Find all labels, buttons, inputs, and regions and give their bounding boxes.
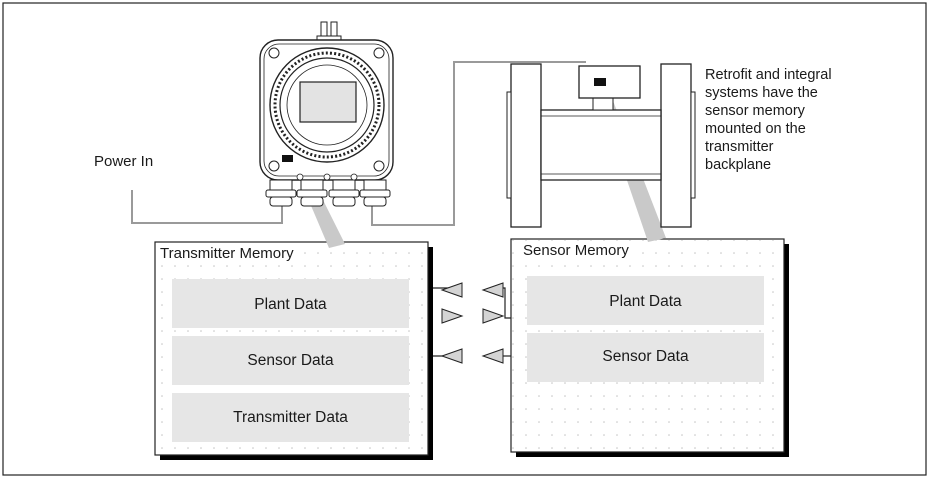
retrofit-note-line: transmitter	[705, 139, 774, 155]
retrofit-note: Retrofit and integral systems have the s…	[705, 66, 915, 174]
arrow-sensor-data-to-transmitter-2	[481, 348, 504, 364]
sensor-sensor-data-label: Sensor Data	[602, 348, 689, 365]
transmitter-sensor-data-block	[172, 336, 409, 385]
arrow-plant-data-to-sensor-2	[482, 308, 505, 324]
transmitter-sensor-data-label: Sensor Data	[247, 352, 334, 369]
power-in-label: Power In	[94, 153, 154, 170]
transmitter-plant-data-block	[172, 279, 409, 328]
transmitter-transmitter-data-block	[172, 393, 409, 442]
retrofit-note-line: systems have the	[705, 85, 818, 101]
sensor-plant-data-block	[527, 276, 764, 325]
sensor-memory-title: Sensor Memory	[523, 242, 631, 259]
transmitter-transmitter-data-label: Transmitter Data	[233, 409, 348, 426]
transmitter-plant-data-label: Plant Data	[254, 296, 327, 313]
retrofit-note-line: mounted on the	[705, 121, 806, 137]
transmitter-memory-chip	[282, 155, 293, 162]
flow-sensor-device	[506, 63, 696, 228]
arrow-plant-data-to-transmitter-1	[440, 282, 463, 298]
sensor-sensor-data-block	[527, 333, 764, 382]
sensor-plant-data-label: Plant Data	[609, 293, 682, 310]
transmitter-device	[259, 21, 394, 207]
signal-cable	[371, 61, 586, 226]
retrofit-note-line: backplane	[705, 157, 772, 173]
arrow-sensor-data-to-transmitter-1	[440, 348, 463, 364]
arrow-plant-data-to-sensor-1	[441, 308, 464, 324]
arrow-plant-data-to-transmitter-2	[481, 282, 504, 298]
sensor-memory-chip	[594, 78, 606, 86]
retrofit-note-line: Retrofit and integral	[705, 67, 832, 83]
retrofit-note-line: sensor memory	[705, 103, 805, 119]
transmitter-memory-title: Transmitter Memory	[160, 245, 296, 262]
transmitter-memory-box	[154, 241, 433, 460]
power-cable	[131, 190, 283, 224]
sensor-memory-box	[510, 238, 789, 457]
